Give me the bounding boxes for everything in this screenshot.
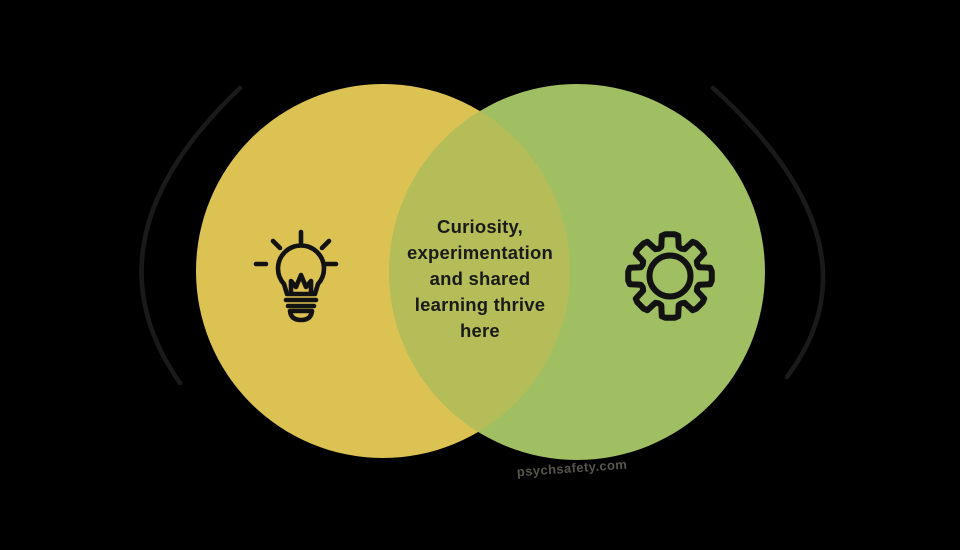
right-arc-decoration bbox=[710, 85, 826, 380]
gear-icon-hub bbox=[646, 252, 694, 300]
lightbulb-glass bbox=[275, 243, 327, 297]
overlap-message-line: here bbox=[460, 320, 500, 341]
overlap-message-line: Curiosity, bbox=[437, 216, 523, 237]
overlap-message: Curiosity, experimentation and shared le… bbox=[365, 214, 595, 344]
lightbulb-ray-upper-left bbox=[270, 238, 283, 251]
venn-overlap-lens bbox=[389, 84, 570, 458]
lightbulb-filament bbox=[288, 272, 314, 296]
gear-icon-outline bbox=[625, 231, 715, 321]
overlap-message-line: experimentation bbox=[407, 242, 553, 263]
lightbulb-base-cup bbox=[287, 308, 315, 323]
gear-icon bbox=[625, 231, 715, 321]
decorative-arcs bbox=[139, 85, 826, 386]
left-arc-decoration bbox=[139, 85, 243, 386]
overlap-message-line: learning thrive bbox=[414, 294, 546, 315]
overlap-message-line: and shared bbox=[429, 268, 531, 289]
lightbulb-icon bbox=[253, 229, 339, 323]
lightbulb-ray-upper-right bbox=[319, 238, 332, 251]
